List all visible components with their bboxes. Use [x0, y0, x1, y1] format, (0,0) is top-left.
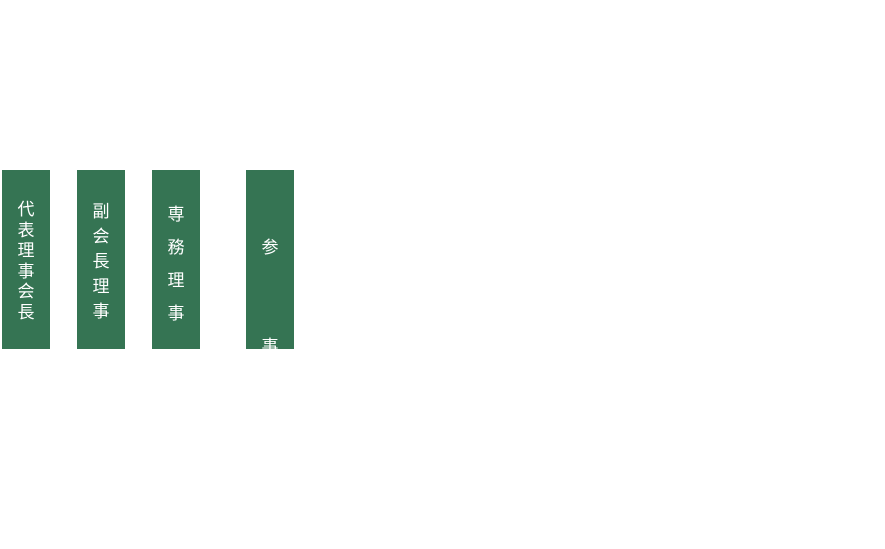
- role-label: 参 事: [261, 238, 279, 357]
- role-column-managing-director: 専 務 理 事: [152, 170, 200, 349]
- role-label: 代 表 理 事 会 長: [17, 200, 35, 323]
- role-column-counselor: 参 事: [246, 170, 294, 357]
- role-label: 副 会 長 理 事: [92, 202, 110, 322]
- role-column-representative-director: 代 表 理 事 会 長: [2, 170, 50, 349]
- role-label: 専 務 理 事: [167, 205, 185, 324]
- role-column-vice-chairman: 副 会 長 理 事: [77, 170, 125, 349]
